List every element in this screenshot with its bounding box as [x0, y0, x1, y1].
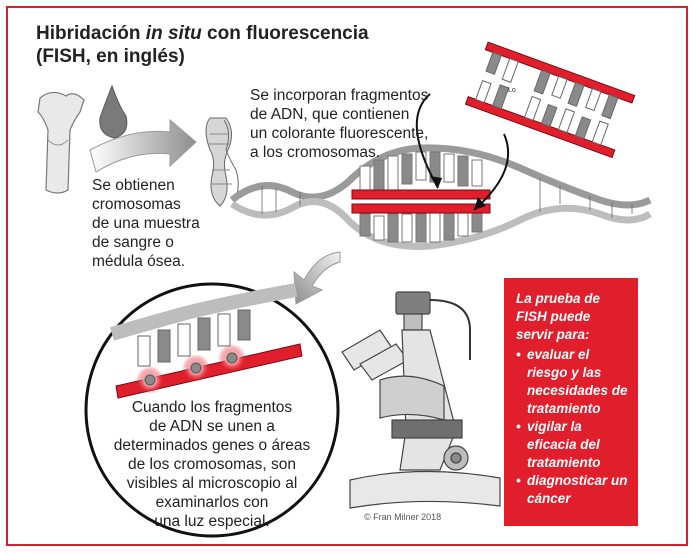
magnified-view: [84, 282, 340, 538]
label-line: Se obtienen: [92, 177, 175, 194]
label-line: Cuando los fragmentos: [131, 399, 293, 416]
arrowhead: [430, 176, 442, 188]
bone-icon: [37, 91, 85, 194]
label-line: de una muestra: [92, 215, 200, 232]
arrowhead: [474, 197, 486, 210]
probe-bar: [351, 189, 491, 200]
figure-frame: [6, 6, 688, 546]
list-item: diagnosticar un cáncer: [516, 472, 630, 508]
label-bind: Cuando los fragmentos de ADN se unen a d…: [96, 398, 328, 531]
label-line: un colorante fluorescente,: [250, 125, 429, 142]
label-line: de ADN, que contienen: [250, 106, 410, 123]
label-line: una luz especial.: [154, 513, 270, 530]
curved-arrow-icon: [415, 93, 439, 189]
label-line: Se incorporan fragmentos: [250, 87, 429, 104]
title-subtitle: (FISH, en inglés): [36, 46, 185, 67]
label-line: examinarlos con: [155, 494, 269, 511]
microscope-icon: [341, 291, 501, 509]
label-line: cromosomas: [92, 196, 181, 213]
chromosome-icon: [205, 117, 239, 207]
probe-tag: Lo: [508, 87, 516, 94]
dna-probe-fragments: [464, 41, 636, 159]
down-left-arrow-icon: [293, 251, 341, 305]
label-line: de los cromosomas, son: [128, 456, 296, 473]
info-box-list: evaluar el riesgo y las necesidades de t…: [516, 346, 630, 508]
dna-helix: [229, 144, 652, 250]
credit-text: © Fran Milner 2018: [364, 512, 442, 522]
label-line: a los cromosomas.: [250, 144, 381, 161]
info-box-heading: La prueba de FISH puede servir para:: [516, 291, 601, 342]
label-line: de ADN se unen a: [149, 418, 275, 435]
label-line: visibles al microscopio al: [126, 475, 298, 492]
title-italic: in situ: [145, 23, 202, 44]
blood-drop-icon: [99, 84, 128, 139]
list-item: evaluar el riesgo y las necesidades de t…: [516, 346, 630, 418]
probe-bar: [351, 203, 491, 214]
label-line: médula ósea.: [92, 253, 186, 270]
curved-arrow-icon: [473, 133, 510, 211]
right-arrow-icon: [89, 118, 197, 173]
page-title: Hibridación in situ con fluorescencia (F…: [36, 22, 369, 68]
label-obtain: Se obtienen cromosomas de una muestra de…: [92, 176, 200, 271]
title-text: con fluorescencia: [201, 23, 369, 44]
label-incorporate: Se incorporan fragmentos de ADN, que con…: [250, 86, 428, 162]
title-text: Hibridación: [36, 23, 146, 44]
list-item: vigilar la eficacia del tratamiento: [516, 418, 630, 472]
label-line: determinados genes o áreas: [113, 437, 311, 454]
info-box: La prueba de FISH puede servir para: eva…: [504, 278, 638, 526]
label-line: de sangre o: [92, 234, 174, 251]
